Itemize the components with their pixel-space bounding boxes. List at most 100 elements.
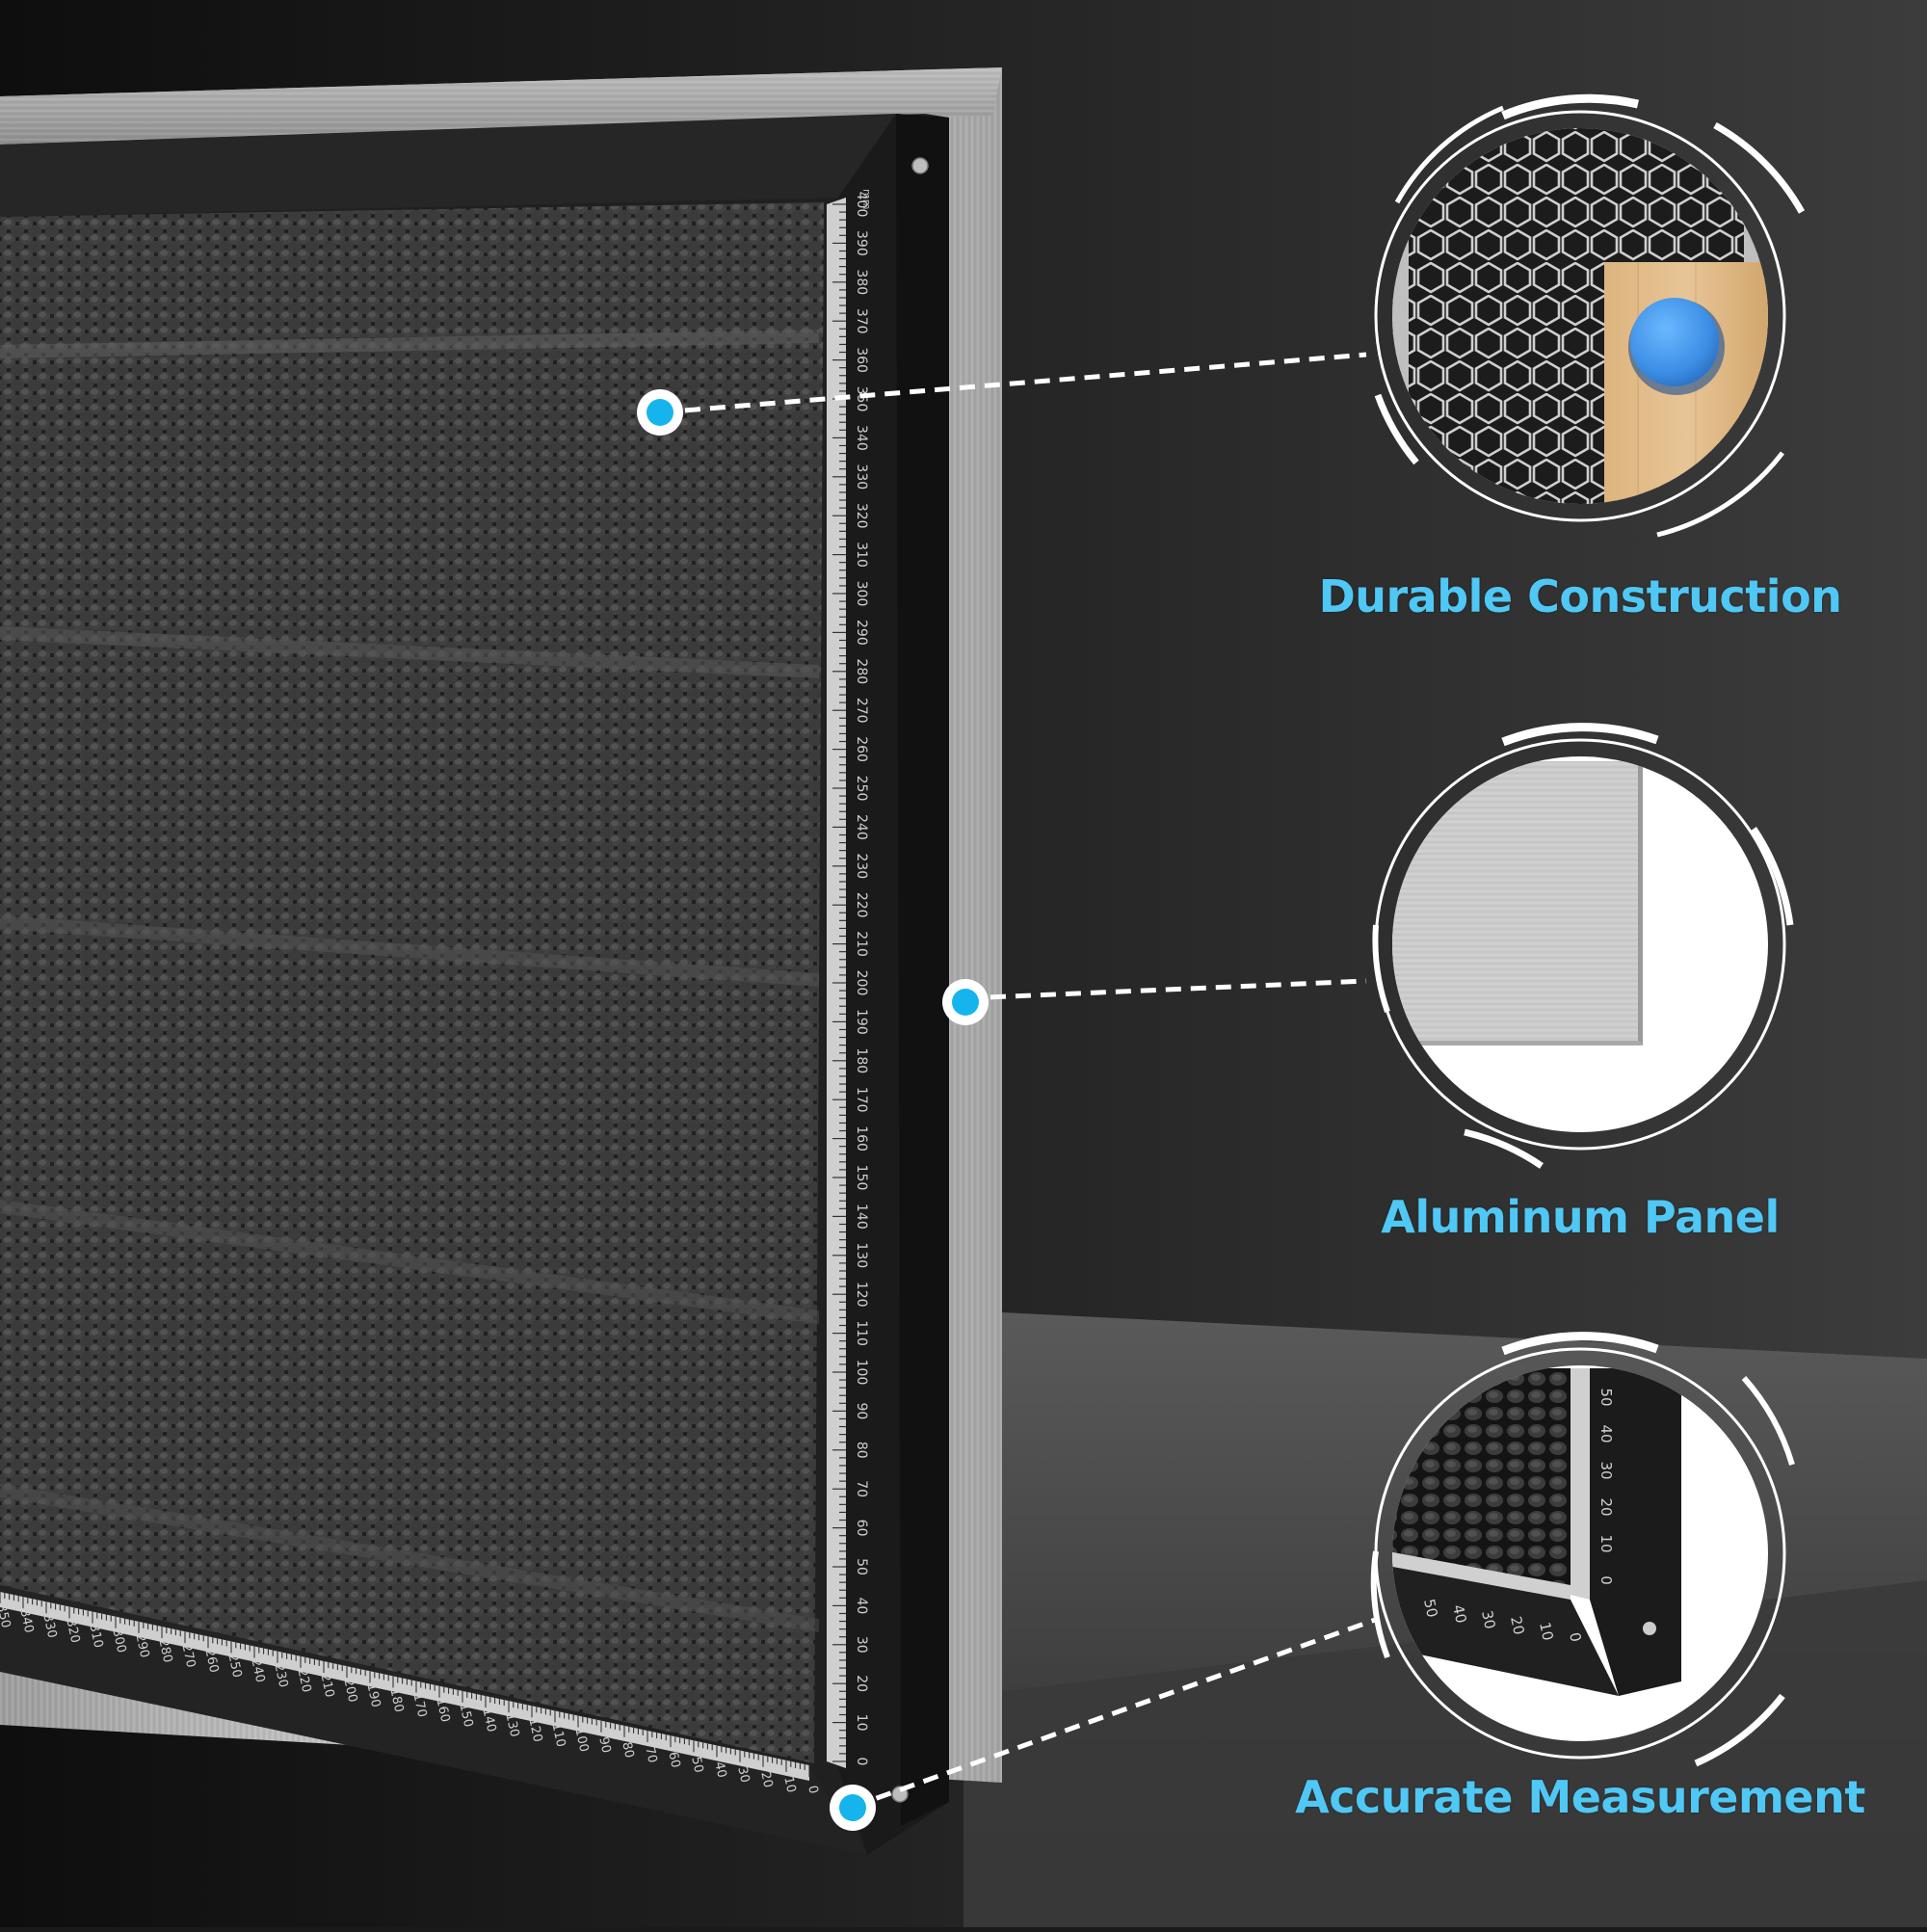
zoom-vertical-tick-label: 20 — [1597, 1497, 1615, 1516]
horizontal-tick-label: 200 — [341, 1678, 360, 1704]
vertical-tick-label: 30 — [854, 1636, 869, 1654]
vertical-tick-label: 50 — [854, 1558, 869, 1575]
vertical-tick-label: 310 — [854, 542, 869, 568]
horizontal-tick-label: 140 — [480, 1707, 499, 1734]
vertical-tick-label: 340 — [854, 425, 869, 451]
zoom-vertical-tick-label: 40 — [1597, 1424, 1615, 1442]
vertical-tick-label: 300 — [854, 581, 869, 607]
horizontal-tick-label: 170 — [410, 1692, 430, 1718]
vertical-tick-label: 150 — [854, 1165, 869, 1191]
callout-lines — [659, 352, 1379, 1810]
horizontal-tick-label: 160 — [434, 1697, 453, 1723]
horizontal-ruler-ticks — [0, 1592, 810, 1777]
vertical-tick-label: 380 — [854, 269, 869, 295]
vertical-tick-label: 170 — [854, 1087, 869, 1113]
vertical-tick-label: 250 — [854, 776, 869, 802]
horizontal-tick-label: 240 — [249, 1657, 268, 1683]
horizontal-tick-label: 250 — [225, 1653, 245, 1679]
horizontal-tick-label: 110 — [549, 1722, 568, 1748]
horizontal-tick-label: 190 — [364, 1682, 383, 1708]
horizontal-tick-label: 340 — [17, 1608, 37, 1634]
vertical-tick-label: 70 — [854, 1480, 869, 1497]
vertical-ruler-ticks — [832, 203, 846, 1762]
vertical-tick-label: 60 — [854, 1520, 869, 1537]
zoom-horizontal-tick-label: 10 — [1536, 1621, 1557, 1642]
zoom-horizontal-tick-label: 0 — [1566, 1630, 1585, 1643]
vertical-tick-label: 180 — [854, 1047, 869, 1073]
horizontal-tick-label: 70 — [642, 1746, 659, 1764]
vertical-tick-label: 190 — [854, 1009, 869, 1035]
vertical-tick-label: 290 — [854, 620, 869, 646]
callout-dot-icon-accurate — [830, 1785, 876, 1831]
vertical-tick-label: 40 — [854, 1597, 869, 1614]
vertical-ruler-labels: 4003903803703603503403303203103002902802… — [854, 192, 869, 1766]
vertical-tick-label: 110 — [854, 1320, 869, 1346]
zoom-vertical-tick-label: 0 — [1597, 1575, 1615, 1585]
horizontal-tick-label: 150 — [457, 1702, 476, 1728]
vertical-tick-label: 10 — [854, 1714, 869, 1732]
callout-line-aluminum — [964, 978, 1367, 1001]
horizontal-tick-label: 90 — [595, 1735, 613, 1754]
vertical-tick-label: 200 — [854, 970, 869, 996]
zoom-aluminum-panel — [1372, 723, 1794, 1169]
vertical-tick-label: 280 — [854, 658, 869, 684]
vertical-tick-label: 390 — [854, 230, 869, 256]
horizontal-tick-label: 40 — [711, 1760, 728, 1779]
zoom-horizontal-tick-label: 20 — [1507, 1615, 1528, 1636]
vertical-tick-label: 130 — [854, 1242, 869, 1268]
horizontal-ruler-strip — [0, 1592, 809, 1781]
horizontal-tick-label: 100 — [572, 1727, 592, 1753]
horizontal-tick-label: 120 — [526, 1717, 545, 1743]
vertical-tick-label: 350 — [854, 386, 869, 412]
horizontal-tick-label: 50 — [688, 1756, 705, 1774]
horizontal-tick-label: 260 — [202, 1648, 222, 1674]
zoom-horizontal-tick-label: 50 — [1420, 1598, 1441, 1619]
accurate-measurement-label: Accurate Measurement — [1295, 1771, 1865, 1823]
horizontal-tick-label: 0 — [805, 1785, 820, 1795]
ruler-unit-label: mm — [860, 189, 873, 209]
support-strips — [0, 330, 819, 1632]
vertical-tick-label: 330 — [854, 463, 869, 490]
vertical-tick-label: 0 — [854, 1758, 869, 1766]
durable-construction-label: Durable Construction — [1318, 570, 1842, 622]
horizontal-tick-label: 310 — [87, 1623, 106, 1649]
vertical-tick-label: 160 — [854, 1125, 869, 1151]
callout-dot-icon-aluminum — [942, 979, 989, 1025]
honeycomb-mesh — [0, 202, 824, 1763]
vertical-tick-label: 220 — [854, 892, 869, 918]
horizontal-tick-label: 180 — [387, 1687, 407, 1713]
zoom-vertical-tick-label: 50 — [1597, 1388, 1615, 1406]
vertical-tick-label: 240 — [854, 814, 869, 840]
horizontal-tick-label: 230 — [272, 1662, 291, 1688]
callout-dot-icon-durable — [637, 389, 683, 436]
horizontal-tick-label: 10 — [780, 1775, 798, 1793]
zoom-vertical-tick-label: 10 — [1597, 1534, 1615, 1552]
horizontal-tick-label: 350 — [0, 1603, 13, 1629]
vertical-tick-label: 270 — [854, 698, 869, 724]
screw-top — [911, 157, 929, 174]
horizontal-tick-label: 20 — [757, 1770, 775, 1788]
vertical-tick-label: 80 — [854, 1442, 869, 1459]
horizontal-tick-label: 280 — [156, 1638, 175, 1664]
horizontal-tick-label: 220 — [295, 1667, 314, 1693]
aluminum-panel-label: Aluminum Panel — [1381, 1191, 1780, 1243]
horizontal-tick-label: 330 — [40, 1613, 60, 1639]
vertical-tick-label: 20 — [854, 1675, 869, 1692]
horizontal-tick-label: 60 — [665, 1751, 682, 1769]
zoom-vertical-labels: 50 40 30 20 10 0 — [1597, 1388, 1615, 1584]
vertical-tick-label: 230 — [854, 853, 869, 879]
vertical-tick-label: 140 — [854, 1204, 869, 1230]
vertical-tick-label: 320 — [854, 503, 869, 529]
horizontal-tick-label: 210 — [318, 1673, 337, 1699]
vertical-tick-label: 400 — [854, 192, 869, 218]
horizontal-tick-label: 320 — [64, 1618, 83, 1644]
zoom-vertical-tick-label: 30 — [1597, 1461, 1615, 1479]
horizontal-tick-label: 270 — [179, 1643, 198, 1669]
vertical-tick-label: 120 — [854, 1282, 869, 1308]
vertical-tick-label: 100 — [854, 1360, 869, 1386]
callout-line-durable — [659, 352, 1367, 415]
